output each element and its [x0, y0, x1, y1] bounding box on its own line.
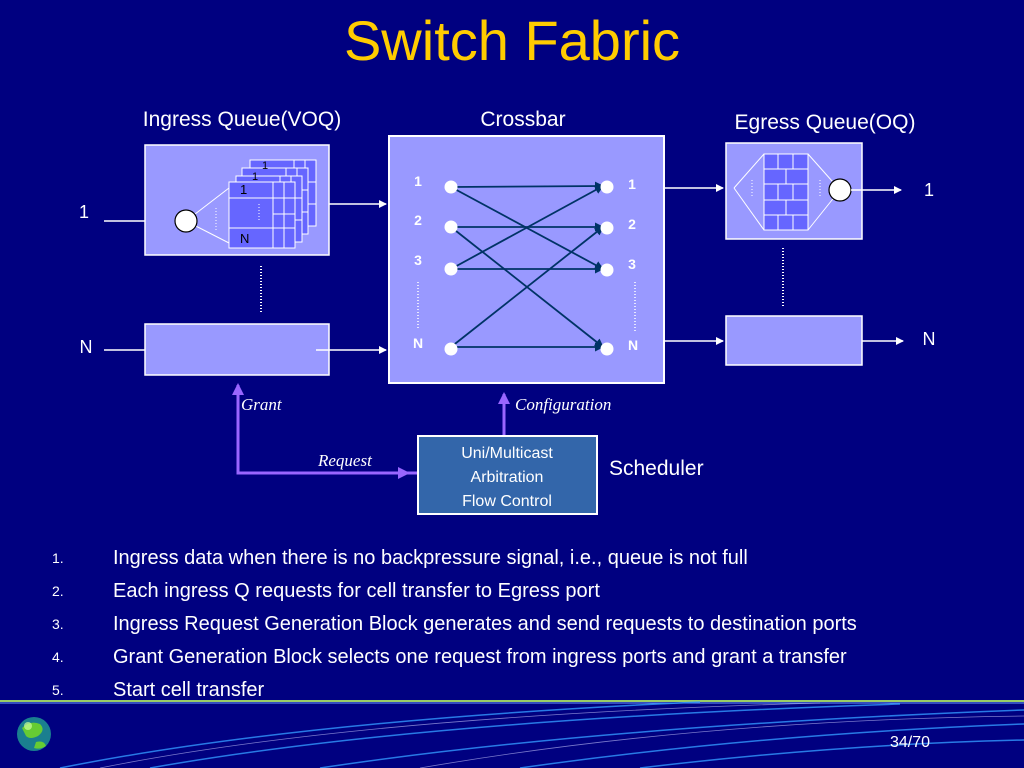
crossbar-output-labels: 1 2 3 N: [628, 176, 638, 353]
voq-label-b: 1: [252, 171, 258, 183]
step-number: 3.: [52, 616, 64, 632]
ingress-queue-box-1: 1 1 1 N: [144, 144, 330, 256]
egress-queue-box-1: [725, 142, 863, 240]
step-number: 2.: [52, 583, 64, 599]
crossbar-input-node: [444, 342, 458, 356]
step-item: 2. Each ingress Q requests for cell trans…: [52, 577, 1012, 610]
voq-label-a: 1: [262, 160, 268, 172]
egress-mux-node: [828, 178, 852, 202]
crossbar-output-3: 3: [628, 256, 636, 272]
step-text: Ingress Request Generation Block generat…: [113, 613, 857, 635]
voq-label-d: N: [240, 231, 249, 246]
scheduler-title: Scheduler: [609, 457, 704, 480]
globe-icon: [17, 717, 51, 751]
step-number: 1.: [52, 550, 64, 566]
crossbar-output-1: 1: [628, 176, 636, 192]
crossbar-connections: [450, 181, 604, 352]
slide-title: Switch Fabric: [343, 9, 681, 72]
crossbar-input-node: [444, 180, 458, 194]
crossbar-box: [388, 135, 665, 384]
switch-fabric-diagram: Ingress Queue(VOQ) Crossbar Egress Queue…: [79, 108, 936, 515]
crossbar-input-node: [444, 220, 458, 234]
crossbar-output-node: [600, 263, 614, 277]
scheduler-line-2: Arbitration: [471, 469, 544, 486]
step-item: 3. Ingress Request Generation Block gener…: [52, 610, 1012, 643]
voq-stack: 1 1 1 N: [228, 159, 317, 249]
ingress-demux-node: [174, 209, 198, 233]
ingress-port-1-label: 1: [79, 202, 89, 222]
crossbar-input-n: N: [413, 335, 423, 351]
page-number: 34/70: [890, 734, 931, 751]
step-text: Start cell transfer: [113, 679, 265, 701]
egress-queue-box-n: [725, 315, 863, 366]
step-text: Each ingress Q requests for cell transfe…: [113, 580, 600, 602]
grant-label: Grant: [241, 395, 283, 414]
request-label: Request: [317, 451, 373, 470]
step-number: 4.: [52, 649, 64, 665]
crossbar-input-3: 3: [414, 252, 422, 268]
steps-list: 1. Ingress data when there is no backpres…: [52, 544, 1012, 709]
step-number: 5.: [52, 682, 64, 698]
footer-decoration: [0, 700, 1024, 768]
step-item: 1. Ingress data when there is no backpres…: [52, 544, 1012, 577]
crossbar-output-node: [600, 342, 614, 356]
crossbar-output-n: N: [628, 337, 638, 353]
scheduler-box: Uni/Multicast Arbitration Flow Control: [417, 435, 598, 515]
step-item: 5. Start cell transfer: [52, 676, 1012, 709]
crossbar-output-node: [600, 180, 614, 194]
egress-port-n-label: N: [923, 329, 936, 349]
crossbar-output-node: [600, 221, 614, 235]
egress-port-1-label: 1: [924, 180, 934, 200]
crossbar-input-1: 1: [414, 173, 422, 189]
ingress-queue-box-n: [144, 323, 330, 376]
crossbar-nodes: [444, 180, 614, 356]
step-item: 4. Grant Generation Block selects one req…: [52, 643, 1012, 676]
scheduler-line-1: Uni/Multicast: [461, 445, 553, 462]
scheduler-line-3: Flow Control: [462, 493, 552, 510]
step-text: Grant Generation Block selects one reque…: [113, 646, 847, 668]
ingress-port-n-label: N: [80, 337, 93, 357]
egress-queue-grid: [763, 153, 809, 231]
step-text: Ingress data when there is no backpressu…: [113, 547, 748, 569]
egress-queue-title: Egress Queue(OQ): [735, 111, 916, 134]
crossbar-input-labels: 1 2 3 N: [413, 173, 423, 351]
crossbar-title: Crossbar: [480, 108, 565, 131]
crossbar-output-2: 2: [628, 216, 636, 232]
crossbar-input-2: 2: [414, 212, 422, 228]
voq-label-c: 1: [240, 182, 247, 197]
crossbar-input-node: [444, 262, 458, 276]
configuration-label: Configuration: [515, 395, 611, 414]
ingress-queue-title: Ingress Queue(VOQ): [143, 108, 341, 131]
